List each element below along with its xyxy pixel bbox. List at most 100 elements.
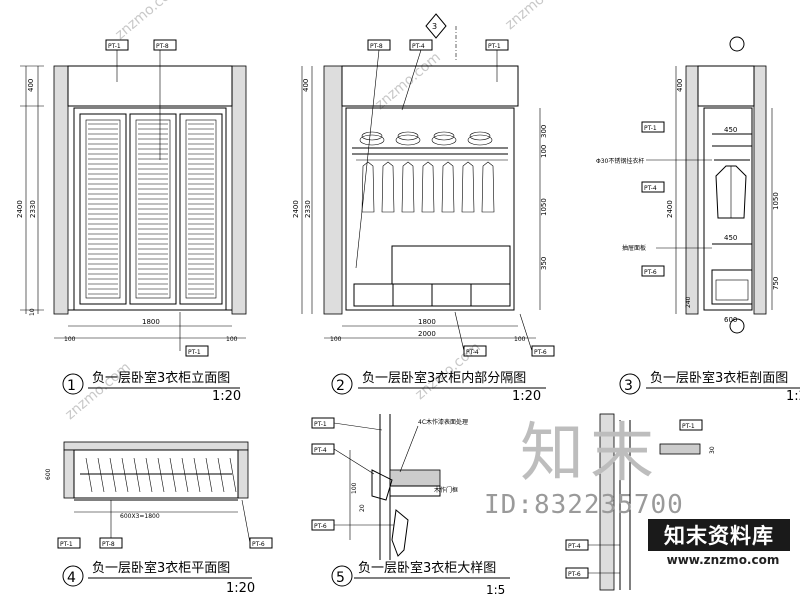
plan-hanger [109,457,117,493]
v2-dim-2400: 2400 [292,200,300,218]
section-marker-label: 3 [432,22,437,31]
v4-tag-pt6: PT-6 [252,541,265,548]
v6-tag-pt1: PT-1 [682,423,695,430]
v2-tag-pt8: PT-8 [370,43,383,50]
v2-dim-100b: 100 [514,336,526,343]
v3-coat [715,165,747,219]
plan-hanger [181,457,189,493]
v5-scale: 1:5 [486,583,505,597]
v1-dim-100a: 100 [64,336,76,343]
plan-hanger [229,457,237,493]
hanging-garment [461,161,475,213]
v5-dim-20: 20 [359,504,366,512]
v3-title: 负一层卧室3衣柜剖面图 [650,370,788,386]
v2-dim-400: 400 [302,79,310,92]
v2-dim-100: 100 [540,145,548,158]
v5-tag-pt1: PT-1 [314,421,327,428]
v3-scale: 1:20 [786,389,800,404]
v4-tag-pt1: PT-1 [60,541,73,548]
hanging-garment [381,161,395,213]
plan-hanger [217,457,225,493]
v2-tag-pt4: PT-4 [412,43,425,50]
plan-hanger [97,457,105,493]
plan-hanger [169,457,177,493]
view-3-section: 400 2400 1050 750 450 450 600 240 Φ30不锈钢… [596,36,800,404]
v3-dim-2400: 2400 [666,200,674,218]
plan-hanger [157,457,165,493]
v4-tag-pt8: PT-8 [102,541,115,548]
section-marker [425,13,447,39]
watermark-small-5: znzmo.com [502,0,573,33]
plan-hanger [145,457,153,493]
v6-tag-pt6: PT-6 [568,571,581,578]
v3-note-hanger: Φ30不锈钢挂衣杆 [596,157,644,165]
v5-note-top: 4C木作漆表面处理 [418,418,468,426]
v5-dim-100: 100 [351,482,358,494]
view-1-elevation: 400 2330 2400 10 1800 100 100 PT-1 PT-8 … [16,39,247,404]
v3-dim-450a: 450 [724,126,737,134]
v3-note-board: 抽屉面板 [622,244,646,252]
v3-dim-450b: 450 [724,234,737,242]
v5-title: 负一层卧室3衣柜大样图 [358,560,496,576]
v3-dim-600: 600 [724,316,737,324]
plan-hanger [133,457,141,493]
v4-title: 负一层卧室3衣柜平面图 [92,560,230,576]
v2-tag-pt4-bottom: PT-4 [466,349,479,356]
v5-tag-pt6: PT-6 [314,523,327,530]
view-6-partial: 30 PT-1 PT-4 PT-6 [565,413,716,591]
v5-note-mid: 木作门框 [434,486,458,494]
v4-number: 4 [67,570,76,586]
v2-wall-left [323,65,343,315]
brand-logo-text: 知末资料库 [664,524,774,548]
v2-top-panel [341,65,519,107]
brand-url: www.znzmo.com [666,553,780,567]
v1-number: 1 [67,378,76,394]
view-4-plan: 600X3=1800 600 PT-8 PT-6 PT-1 4 负一层卧室3衣柜… [45,441,273,596]
v1-tag-pt1-bottom: PT-1 [188,349,201,356]
v1-dim-100b: 100 [226,336,238,343]
hanging-garment [441,161,455,213]
folded-item [431,134,457,146]
v2-dim-2000: 2000 [418,330,436,338]
v1-tag-pt1: PT-1 [108,43,121,50]
plan-hanger [85,457,93,493]
v2-tag-pt1: PT-1 [488,43,501,50]
hanging-garment [361,161,375,213]
plan-hanger [205,457,213,493]
folded-item [395,134,421,146]
folded-item [433,131,455,141]
v1-dim-10: 10 [29,308,36,316]
v6-tag-pt4: PT-4 [568,543,581,550]
v2-number: 2 [336,378,345,394]
hanging-garment [421,161,435,213]
v2-dim-2330: 2330 [304,200,312,218]
v2-scale: 1:20 [512,389,541,404]
v4-dim-600: 600 [45,468,52,480]
watermark-id: ID:832235700 [484,490,684,520]
hanging-garment [401,161,415,213]
v2-dim-100a: 100 [330,336,342,343]
v3-tag-pt4: PT-4 [644,185,657,192]
v1-top-panel [67,65,233,107]
v1-title: 负一层卧室3衣柜立面图 [92,370,230,386]
view-5-detail: 100 20 4C木作漆表面处理 木作门框 PT-1 PT-4 PT-6 5 负… [311,414,510,597]
v3-number: 3 [624,378,633,394]
v5-tag-pt4: PT-4 [314,447,327,454]
v2-dim-1800: 1800 [418,318,436,326]
wall-hatch-right [231,65,247,315]
v2-frame [345,107,515,311]
v2-upper-block [391,245,511,285]
v1-scale: 1:20 [212,389,241,404]
v3-dim-1050: 1050 [772,192,780,210]
v2-tag-pt6-bottom: PT-6 [534,349,547,356]
folded-item [469,131,491,141]
v2-dim-1050: 1050 [540,198,548,216]
v1-dim-1800: 1800 [142,318,160,326]
plan-hanger [121,457,129,493]
v5-number: 5 [336,570,345,586]
view-2-interior: 400 2330 2400 300 100 1050 350 1800 2000… [292,13,555,404]
watermark-big: 知末 [520,417,660,491]
v1-dim-400: 400 [27,79,35,92]
watermark-small-1: znzmo.com [112,0,183,43]
